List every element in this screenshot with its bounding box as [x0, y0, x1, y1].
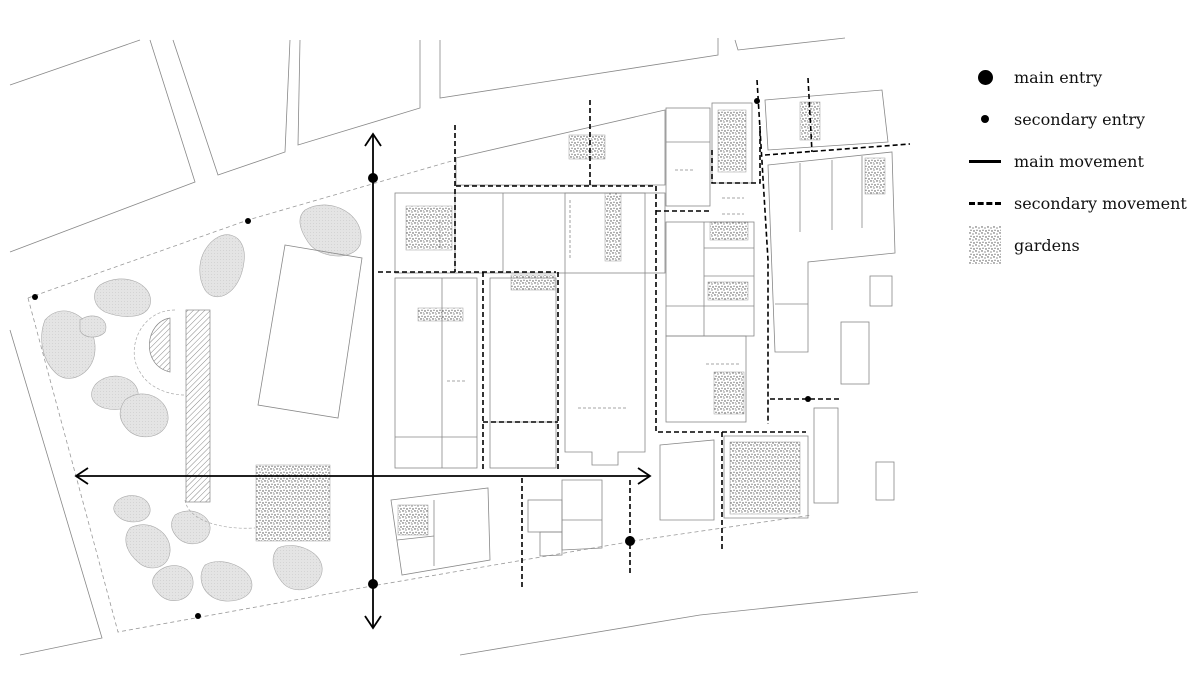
legend-item-main-movement: main movement [968, 140, 1198, 182]
garden-north-1 [405, 205, 453, 251]
garden-block-b [510, 274, 556, 291]
solid-line-icon [968, 140, 1002, 182]
main-movement-lines [74, 132, 652, 630]
garden-strip-1 [604, 192, 622, 262]
garden-east-4 [713, 371, 745, 415]
garden-north-2 [568, 134, 606, 160]
half-circle-pavilion [149, 317, 171, 373]
garden-courtyard [729, 441, 801, 515]
main-entries [368, 173, 635, 589]
park-paths [133, 309, 256, 529]
buildings [390, 89, 896, 576]
legend: main entry secondary entry main movement… [968, 56, 1198, 266]
gardens [255, 101, 886, 542]
legend-item-secondary-movement: secondary movement [968, 182, 1198, 224]
garden-ne-2 [864, 157, 886, 195]
legend-item-secondary-entry: secondary entry [968, 98, 1198, 140]
main-entry-icon [968, 56, 1002, 98]
legend-label: gardens [1014, 235, 1080, 255]
dashed-line-icon [968, 182, 1002, 224]
hatched-walkway [185, 309, 211, 503]
stippled-square-icon [968, 224, 1002, 266]
garden-block-a [417, 307, 464, 322]
garden-south [397, 504, 429, 536]
garden-swatch [969, 226, 1001, 264]
garden-east-3 [707, 281, 749, 301]
legend-item-gardens: gardens [968, 224, 1198, 266]
legend-label: secondary movement [1014, 193, 1187, 213]
garden-park-square [255, 464, 331, 542]
park-lawns [41, 204, 362, 602]
park-pavilion-block [257, 244, 363, 419]
legend-label: secondary entry [1014, 109, 1146, 129]
context-blocks [9, 37, 919, 656]
garden-east-2 [709, 221, 749, 241]
secondary-entries [32, 98, 811, 619]
legend-label: main entry [1014, 67, 1103, 87]
secondary-entry-icon [968, 98, 1002, 140]
garden-east-1 [717, 109, 747, 173]
secondary-movement-lines [378, 77, 911, 590]
legend-item-main-entry: main entry [968, 56, 1198, 98]
legend-label: main movement [1014, 151, 1144, 171]
